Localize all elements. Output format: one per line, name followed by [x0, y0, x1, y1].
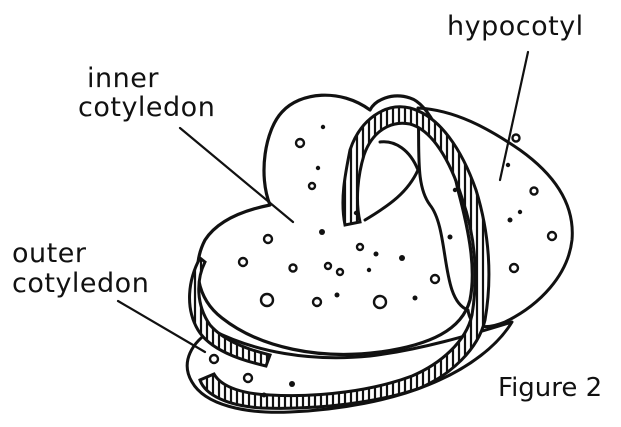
figure-caption: Figure 2	[498, 373, 602, 403]
inner-cotyledon-label-line1: inner	[87, 63, 159, 94]
outer-cotyledon-label-line1: outer	[12, 238, 87, 269]
inner-cotyledon-label-line2: cotyledon	[78, 92, 215, 123]
inner-cotyledon-notch	[365, 142, 418, 220]
hypocotyl-label: hypocotyl	[447, 11, 584, 42]
outer-cotyledon-label-line2: cotyledon	[12, 268, 149, 299]
inner-cotyledon-leader-line	[180, 128, 293, 222]
hypocotyl-leader-line	[500, 52, 528, 180]
